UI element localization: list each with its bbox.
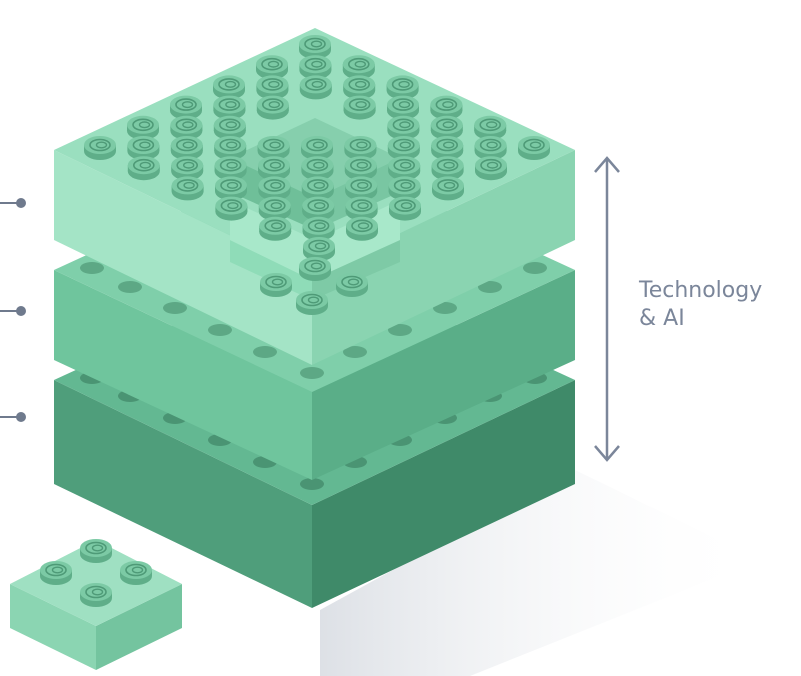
stud [302,216,335,241]
label-line-2: & AI [639,306,685,331]
top-layer-studs [84,35,550,315]
stud [343,95,376,120]
stud [389,196,421,221]
stud [213,95,246,120]
stud [214,156,247,181]
stud [170,95,202,120]
stud [80,583,112,607]
stud [387,136,420,160]
connector-dots [16,198,26,422]
stud [345,176,378,201]
stud [127,115,159,140]
stud [474,136,507,160]
stud [256,75,289,100]
stud [346,216,378,241]
stud [257,136,290,160]
stud [120,561,152,585]
stud [430,95,463,120]
stud [213,75,245,100]
stud [299,257,331,281]
stud [259,216,292,241]
double-arrow [594,156,620,462]
stud [342,55,375,80]
stud [301,136,333,160]
stud [387,115,420,140]
stud [260,273,292,297]
stud [388,176,421,201]
stud [388,156,421,181]
stud [258,176,291,201]
stud [258,196,291,221]
stud [256,95,289,120]
stud [213,115,246,140]
stud [127,136,160,160]
stud [171,156,204,181]
stud [302,196,335,221]
stud [171,176,204,201]
stud [344,136,377,160]
stud [301,156,334,181]
stud [299,55,332,80]
stud [518,136,550,160]
stud [299,75,332,100]
stud [344,156,377,181]
label-line-1: Technology [639,278,763,303]
stud [40,561,72,585]
stud [127,156,160,181]
stud [215,176,247,201]
stud [214,136,247,160]
middle-layer-studs [80,262,547,379]
connector-dot-top [16,198,26,208]
stud [475,156,507,181]
stud [432,176,464,201]
stud [474,115,507,140]
stud [301,176,334,201]
stud [80,539,112,563]
stud [258,156,290,181]
stud [299,35,331,59]
connector-dot-middle [16,306,26,316]
small-brick-studs [40,539,152,607]
floor-shadow [320,470,760,676]
stud [343,75,376,100]
stud [386,75,419,100]
stud [430,115,463,140]
stud [345,196,378,221]
connector-dot-bottom [16,412,26,422]
stud [431,136,464,160]
stud [431,156,464,181]
stud [84,136,116,160]
technology-ai-label: Technology & AI [639,277,762,333]
stud [256,55,288,80]
stud [215,196,248,221]
stud [170,115,203,140]
stud [296,291,328,315]
stud [303,237,335,261]
stud [170,136,203,160]
stud [336,273,368,297]
stud [387,95,419,120]
